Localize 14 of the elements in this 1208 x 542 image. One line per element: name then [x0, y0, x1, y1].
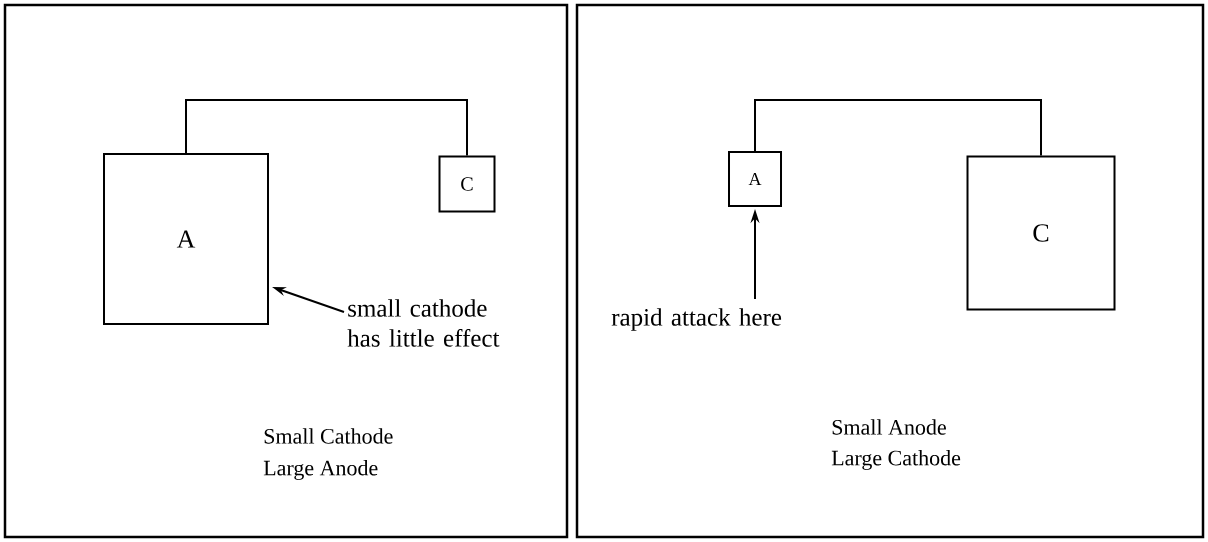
- wire: [185, 99, 468, 157]
- caption-text: Large Anode: [263, 460, 378, 480]
- wire: [754, 99, 1042, 157]
- caption-text: Small Cathode: [264, 428, 393, 444]
- electrode-box: A: [728, 151, 782, 207]
- callout-text: rapid attack here: [611, 308, 782, 331]
- panel-frame: [3, 3, 569, 539]
- caption-text: Large Cathode: [831, 450, 961, 470]
- callout-text: small cathode has little effect: [347, 299, 500, 347]
- electrode-box: A: [103, 153, 269, 325]
- panel-frame: [575, 3, 1205, 539]
- caption-text: Small Anode: [832, 419, 946, 435]
- electrode-box: C: [966, 155, 1116, 311]
- electrode-box: C: [438, 155, 496, 213]
